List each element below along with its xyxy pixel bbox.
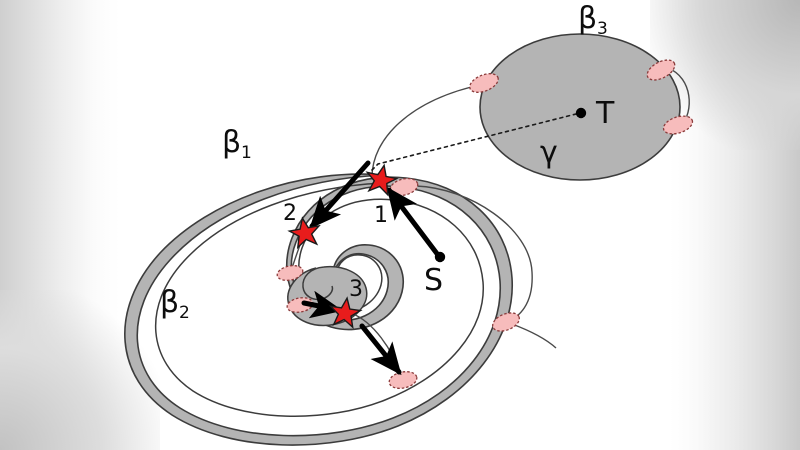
connector-beta1-to-beta3 — [371, 83, 485, 178]
beta2-inner-cavity — [154, 182, 484, 418]
endpoint-dot-group — [434, 107, 587, 263]
waypoint-star-group — [287, 162, 399, 330]
beta1-outer-band — [124, 173, 513, 446]
source-point-dot[interactable] — [434, 251, 446, 263]
dotted-S-to-T — [371, 112, 581, 171]
arrow-waypoint-3-to-portal — [359, 323, 402, 376]
beta3-region-group — [479, 33, 681, 181]
label-beta1: β — [222, 125, 241, 160]
portal-beta3-right-upper[interactable] — [644, 56, 678, 84]
arrow-S-to-waypoint-1 — [386, 186, 441, 258]
label-waypoint-2: 2 — [283, 201, 297, 226]
label-target-T: T — [595, 96, 615, 131]
portal-beta2-inner-upper[interactable] — [276, 263, 304, 282]
label-beta2-subscript: 2 — [179, 303, 190, 323]
portal-group — [276, 56, 694, 390]
label-gamma: γ — [540, 135, 558, 170]
portal-beta3-left[interactable] — [467, 70, 501, 96]
label-waypoint-1: 1 — [374, 203, 388, 228]
waypoint-star-2[interactable] — [287, 216, 322, 250]
beta3-ellipse — [479, 33, 681, 181]
label-beta3: β — [578, 1, 597, 36]
label-source-S: S — [424, 263, 443, 298]
label-group: β 1 β 2 β 3 γ S T 1 2 3 — [160, 1, 615, 323]
waypoint-star-3[interactable] — [328, 296, 363, 330]
connector-beta1-top-to-right — [415, 185, 533, 322]
label-waypoint-3: 3 — [349, 277, 363, 302]
dotted-path-group — [371, 112, 581, 171]
waypoint-star-1[interactable] — [364, 162, 399, 197]
portal-beta3-right-lower[interactable] — [661, 113, 694, 137]
target-point-dot[interactable] — [575, 107, 587, 119]
connector-beta1-right-tail — [511, 323, 557, 349]
label-beta3-subscript: 3 — [597, 19, 608, 39]
arrow-waypoint-1-to-waypoint-2 — [309, 160, 371, 229]
portal-beta1-lower[interactable] — [388, 369, 419, 390]
label-beta1-subscript: 1 — [241, 143, 252, 163]
portal-beta1-right[interactable] — [490, 309, 522, 334]
label-beta2: β — [160, 285, 179, 320]
